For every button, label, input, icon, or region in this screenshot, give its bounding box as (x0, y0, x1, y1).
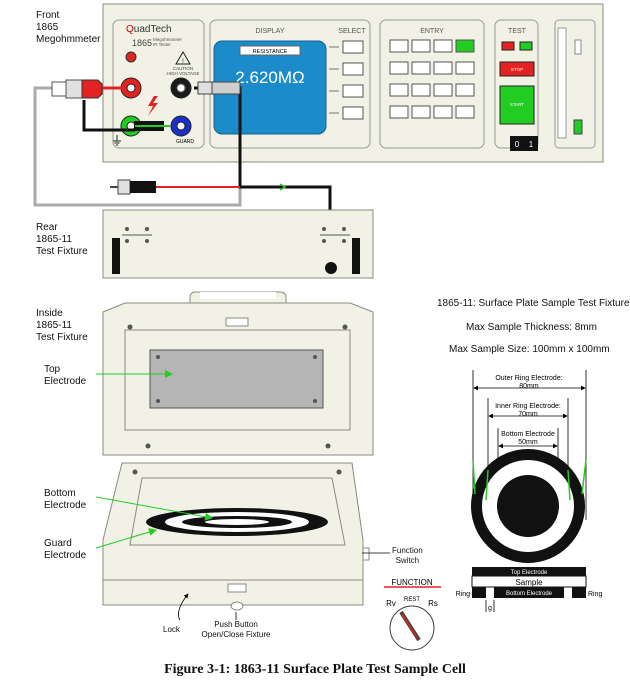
start-button[interactable] (499, 85, 535, 125)
xsec-ring-right: Ring (588, 591, 603, 598)
reading-value: 2.620MΩ (235, 68, 304, 87)
banana-plug-right (197, 81, 241, 95)
lock-label: Lock (163, 625, 180, 634)
spec-title: 1865-11: Surface Plate Sample Test Fixtu… (437, 298, 630, 309)
bnc-connector (51, 79, 103, 99)
fixture-base (102, 462, 370, 611)
spec-size: Max Sample Size: 100mm x 100mm (449, 344, 610, 355)
outer-ring-label-1: Outer Ring Electrode: (495, 375, 562, 382)
caution-2: HIGH VOLTAGE (166, 71, 199, 76)
bottom-electrode-label-1: Bottom Electrode (501, 431, 555, 438)
spec-thickness: Max Sample Thickness: 8mm (466, 322, 597, 333)
bottom-electrode-disc (497, 475, 559, 537)
brand-logo: QuadTech (126, 24, 172, 35)
xsec-sample-label: Sample (515, 578, 543, 587)
gray-cable (33, 86, 242, 207)
power-off-label: 0 (515, 140, 520, 149)
dial-rv: Rv (386, 599, 396, 608)
entry-keypad: ENTRY (389, 28, 475, 119)
xsec-ring-left: Ring (456, 591, 471, 598)
function-switch-knob[interactable] (362, 547, 370, 561)
select-keys[interactable] (329, 40, 364, 120)
dial-rs: Rs (428, 599, 438, 608)
display-area: DISPLAY RESISTANCE 2.620MΩ SELECT (213, 28, 366, 135)
function-title: FUNCTION (391, 578, 433, 587)
display-header: DISPLAY (255, 28, 284, 35)
entry-keys[interactable] (389, 39, 475, 119)
callout-lines (178, 552, 390, 621)
xsec-bottom-label: Bottom Electrode (506, 591, 553, 597)
mode-box (239, 45, 301, 56)
power-on-label: 1 (529, 140, 534, 149)
brand-rest: uadTech (134, 24, 172, 35)
top-electrode-plate (149, 349, 324, 409)
xsec-gap: g (488, 605, 492, 612)
high-voltage-icon (148, 96, 158, 116)
top-electrode-bar (472, 567, 586, 576)
guard-label: GUARD (176, 139, 194, 145)
model-text: 1865 (132, 38, 152, 48)
xsec-top-label: Top Electrode (511, 570, 548, 576)
entry-header: ENTRY (420, 28, 444, 35)
dial-rest: REST (404, 597, 420, 603)
rear-fixture (102, 209, 374, 279)
electrode-top-view (471, 370, 587, 563)
ring-left-block (472, 587, 486, 598)
test-controls: TEST STOP START 0 1 (499, 28, 538, 151)
stop-button[interactable] (499, 61, 535, 77)
rear-connector (325, 262, 337, 274)
fail-led (501, 41, 515, 51)
black-lead (82, 100, 135, 132)
figure-caption: Figure 3-1: 1863-11 Surface Plate Test S… (164, 662, 466, 677)
fixture-lid (102, 291, 374, 456)
inner-ring-label-1: Inner Ring Electrode: (495, 403, 561, 410)
subtitle-2: IR Tester (153, 42, 171, 47)
svg-text:!: ! (182, 59, 184, 65)
label-arrows (95, 370, 213, 549)
warning-icon (175, 51, 191, 65)
mode-label: RESISTANCE (253, 49, 288, 55)
indicator-lamp (125, 51, 137, 63)
select-header: SELECT (338, 28, 366, 35)
push-button[interactable] (230, 601, 244, 611)
bottom-electrode-bar (494, 587, 564, 598)
green-marker (279, 183, 287, 191)
function-dial: FUNCTION Rv REST Rs (384, 578, 441, 651)
test-header: TEST (508, 28, 527, 35)
bottom-electrode-label-2: 50mm (518, 439, 538, 446)
stop-label: STOP (511, 67, 523, 72)
start-label: START (510, 102, 525, 107)
caution-1: CAUTION (173, 66, 193, 71)
power-switch[interactable] (510, 136, 538, 151)
cross-section (471, 567, 587, 612)
inner-ring-label-2: 70mm (518, 411, 538, 418)
brand-area: QuadTech 1865 Megohmmeter IR Tester ! CA… (125, 24, 200, 116)
banana-plug-left (110, 179, 156, 195)
ring-right-block (572, 587, 586, 598)
subtitle-1: Megohmmeter (153, 37, 183, 42)
ground-icon (113, 135, 121, 146)
pass-led (519, 41, 533, 51)
outer-ring-label-2: 80mm (519, 383, 539, 390)
